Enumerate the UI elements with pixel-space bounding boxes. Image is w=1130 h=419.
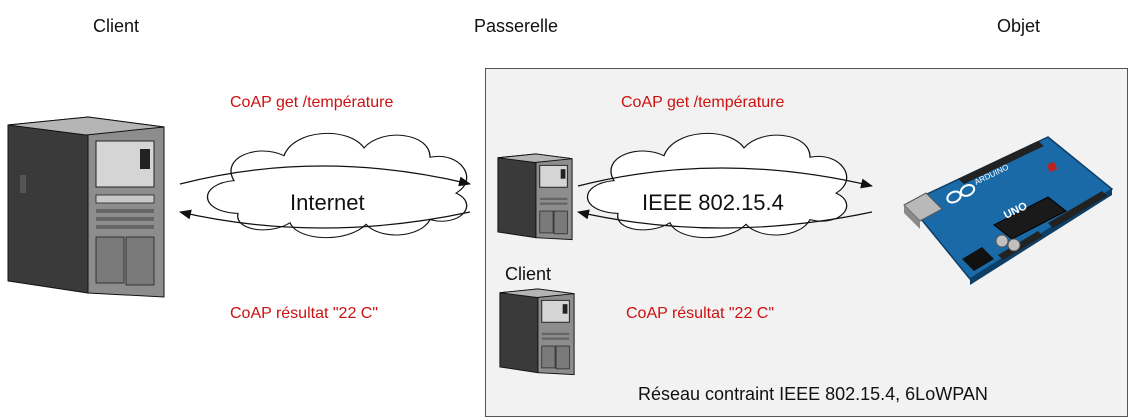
column-client-label: Client bbox=[93, 16, 140, 36]
left-request-arrow bbox=[179, 165, 471, 187]
column-gateway-label: Passerelle bbox=[474, 16, 559, 36]
left-response-label: CoAP résultat "22 C" bbox=[230, 305, 379, 322]
column-object-label: Objet bbox=[997, 16, 1041, 36]
internet-cloud-label: Internet bbox=[290, 190, 365, 215]
client-server-tower-icon bbox=[7, 116, 165, 298]
ieee-cloud-label: IEEE 802.15.4 bbox=[642, 190, 784, 215]
right-response-label: CoAP résultat "22 C" bbox=[626, 305, 775, 322]
left-response-arrow bbox=[179, 209, 471, 229]
gateway-server-tower-icon bbox=[497, 153, 573, 241]
internet-cloud-icon bbox=[206, 132, 468, 239]
right-response-arrow bbox=[577, 209, 873, 229]
right-request-arrow bbox=[577, 167, 873, 189]
left-request-label: CoAP get /température bbox=[230, 94, 394, 111]
right-request-label: CoAP get /température bbox=[621, 94, 785, 111]
gateway-client-server-tower-icon bbox=[499, 288, 575, 376]
arduino-board-icon: ARDUINO UNO bbox=[903, 136, 1114, 285]
gateway-client-label: Client bbox=[505, 264, 552, 284]
network-label: Réseau contraint IEEE 802.15.4, 6LoWPAN bbox=[638, 384, 988, 404]
ieee-cloud-icon bbox=[586, 132, 848, 239]
